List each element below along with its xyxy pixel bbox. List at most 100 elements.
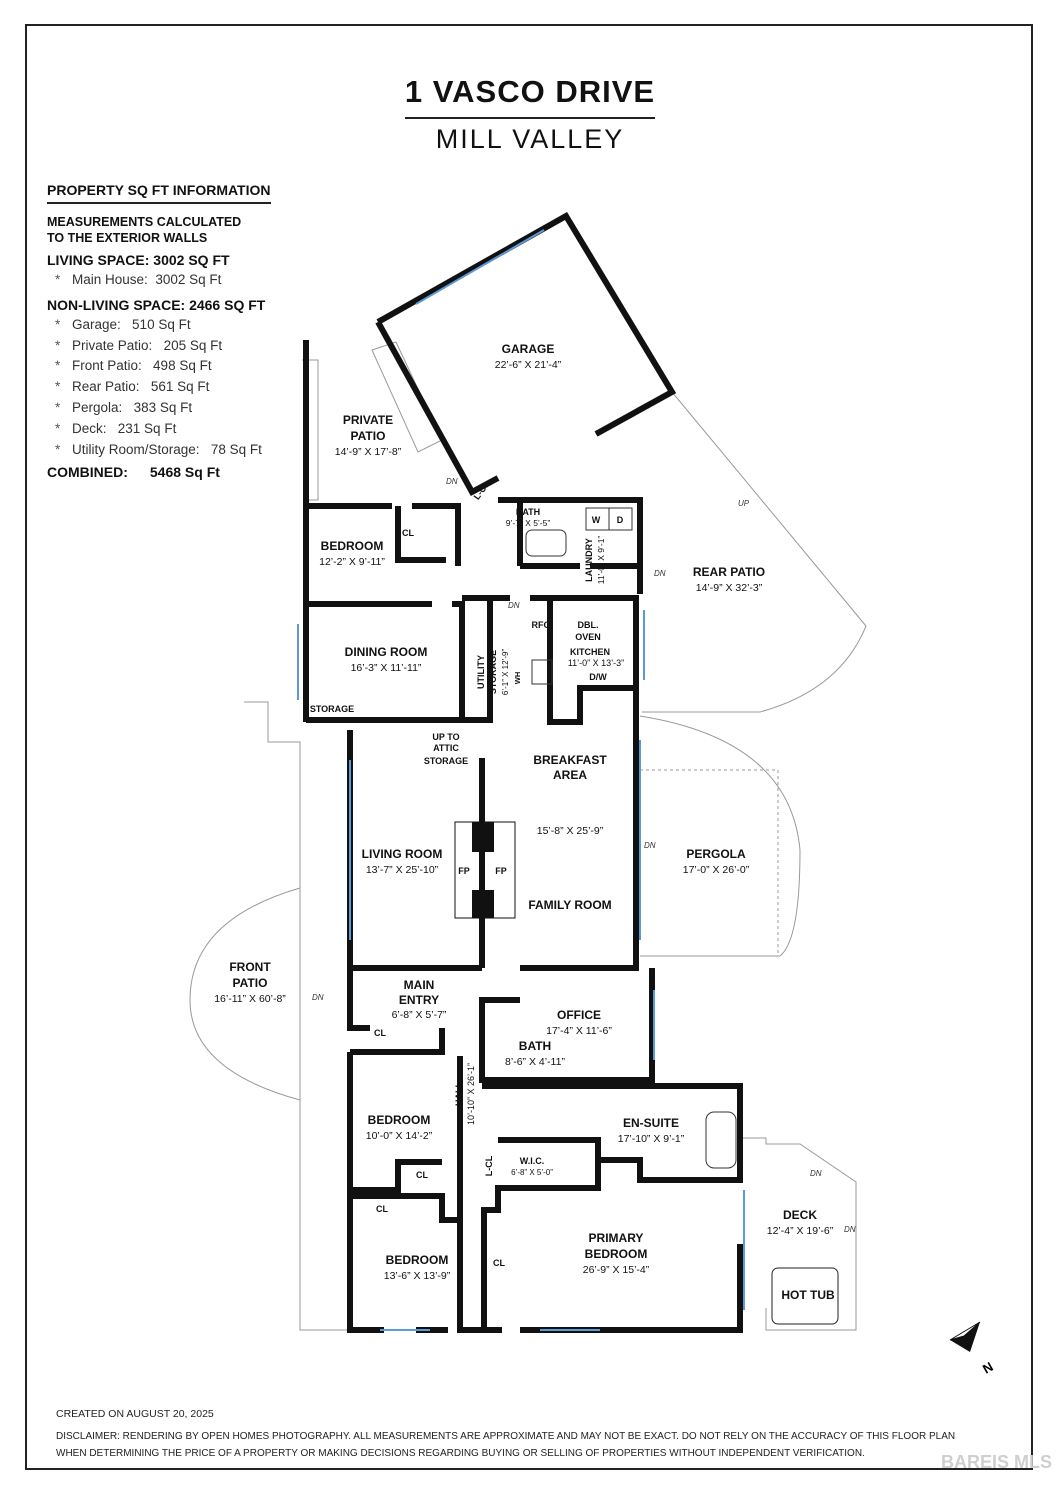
disclaimer: DISCLAIMER: RENDERING BY OPEN HOMES PHOT… xyxy=(56,1428,1016,1462)
main-entry-label-1: MAIN xyxy=(404,978,435,992)
primary-dim: 26’-9” X 15’-4” xyxy=(583,1264,650,1276)
utility-label-1: UTILITY xyxy=(476,655,486,689)
list-item: * Main House: 3002 Sq Ft xyxy=(55,270,307,291)
measurement-note-line-1: MEASUREMENTS CALCULATED xyxy=(47,215,242,229)
property-title: 1 VASCO DRIVE xyxy=(404,74,656,109)
sqft-info-heading: PROPERTY SQ FT INFORMATION xyxy=(47,182,271,204)
attic-label-3: STORAGE xyxy=(424,756,468,766)
primary-label-2: BEDROOM xyxy=(585,1247,648,1261)
item-label: Rear Patio: xyxy=(72,379,140,395)
deck-stairs-dn-2: DN xyxy=(844,1225,856,1234)
hall-dim: 10’-10” X 26’-1” xyxy=(466,1063,476,1125)
washer-label: W xyxy=(592,515,601,525)
item-label: Utility Room/Storage: xyxy=(72,441,200,457)
bullet: * xyxy=(55,337,61,353)
hall-linen-closet-label: L-CL xyxy=(484,1155,494,1176)
water-heater-label: WH xyxy=(513,672,522,685)
rear-patio-label: REAR PATIO xyxy=(693,565,765,579)
breakfast-label-2: AREA xyxy=(553,768,587,782)
closet-label: CL xyxy=(402,528,414,538)
fixtures xyxy=(525,507,839,1325)
list-item: *Deck: 231 Sq Ft xyxy=(55,419,307,440)
fridge-label: RFG xyxy=(532,620,551,630)
bedroom2-dim: 10’-0” X 14’-2” xyxy=(366,1130,433,1142)
storage-label: STORAGE xyxy=(310,704,354,714)
item-value: 383 Sq Ft xyxy=(133,399,193,415)
front-patio-curve xyxy=(189,887,301,1101)
garden-stairs-up: UP xyxy=(738,499,750,508)
pergola-outline xyxy=(639,715,801,957)
combined-value: 5468 Sq Ft xyxy=(149,464,220,481)
front-patio-label-1: FRONT xyxy=(229,960,271,974)
compass-north-label: N xyxy=(980,1359,996,1377)
garage-wall xyxy=(376,211,677,437)
garage-window xyxy=(415,229,545,305)
office-dim: 17’-4” X 11’-6” xyxy=(546,1025,612,1037)
rear-patio-outline xyxy=(642,391,867,713)
item-value: 205 Sq Ft xyxy=(163,337,223,353)
bedroom2-closet-label: CL xyxy=(416,1170,428,1180)
outdoor-outlines xyxy=(189,341,867,1331)
deck-outline xyxy=(740,1137,857,1331)
dining-dim: 16’-3” X 11’-11” xyxy=(351,662,422,674)
non-living-space-total: NON-LIVING SPACE: 2466 SQ FT xyxy=(47,296,266,313)
deck-stairs-dn: DN xyxy=(810,1169,822,1178)
primary-label-1: PRIMARY xyxy=(589,1231,644,1245)
pergola-dim: 17’-0” X 26’-0” xyxy=(683,864,750,876)
bath1-dim: 9’-7” X 5’-5” xyxy=(506,518,551,528)
item-value: 498 Sq Ft xyxy=(153,358,212,374)
oven-label-2: OVEN xyxy=(575,632,601,642)
item-value: 3002 Sq Ft xyxy=(155,272,222,287)
fireplace-block xyxy=(454,821,516,919)
utility-label-2: STORAGE xyxy=(488,650,498,694)
bullet: * xyxy=(55,420,61,436)
utility-stairs-dn: DN xyxy=(508,601,520,610)
garage-wall-left xyxy=(375,320,500,497)
measurement-note: MEASUREMENTS CALCULATED TO THE EXTERIOR … xyxy=(47,214,277,246)
item-value: 561 Sq Ft xyxy=(150,379,210,395)
pergola-label: PERGOLA xyxy=(686,847,746,861)
main-entry-label-2: ENTRY xyxy=(399,993,439,1007)
bullet: * xyxy=(55,379,61,395)
bedroom1-dim: 12’-2” X 9’-11” xyxy=(319,556,385,568)
private-patio-dim: 14’-9” X 17’-8” xyxy=(335,446,402,458)
living-dim: 13’-7” X 25’-10” xyxy=(366,864,439,876)
dining-label: DINING ROOM xyxy=(345,645,428,659)
laundry-dim: 11’-0” X 9’-1” xyxy=(596,536,606,585)
non-living-space-list: *Garage: 510 Sq Ft *Private Patio: 205 S… xyxy=(47,315,307,461)
rear-patio-dim: 14’-9” X 32’-3” xyxy=(696,582,763,594)
entry-closet-label: CL xyxy=(374,1028,386,1038)
hall-label: HALL xyxy=(454,1082,464,1106)
measurement-note-line-2: TO THE EXTERIOR WALLS xyxy=(47,231,208,245)
title-divider xyxy=(405,117,655,119)
front-patio-label-2: PATIO xyxy=(233,976,268,990)
disclaimer-line-2: WHEN DETERMINING THE PRICE OF A PROPERTY… xyxy=(56,1448,865,1459)
bedroom3-closet-label: CL xyxy=(376,1204,388,1214)
living-space-list: * Main House: 3002 Sq Ft xyxy=(47,270,307,291)
bathtub-1 xyxy=(525,529,567,557)
list-item: *Garage: 510 Sq Ft xyxy=(55,315,307,336)
bullet: * xyxy=(55,272,61,287)
deck-dim: 12’-4” X 19’-6” xyxy=(767,1225,834,1237)
garage-dim: 22’-6” X 21’-4” xyxy=(495,359,562,371)
item-label: Main House: xyxy=(72,272,148,287)
hot-tub xyxy=(771,1267,839,1325)
windows xyxy=(297,229,745,1331)
combined-label: COMBINED: xyxy=(47,464,128,481)
list-item: * Rear Patio: 561 Sq Ft xyxy=(55,377,307,398)
utility-dim: 6’-1” X 12’-9” xyxy=(501,649,510,696)
bullet: * xyxy=(55,316,61,332)
item-value: 78 Sq Ft xyxy=(210,441,262,457)
front-patio-dim: 16’-11” X 60’-8” xyxy=(214,993,286,1005)
bullet: * xyxy=(55,441,61,457)
disclaimer-line-1: DISCLAIMER: RENDERING BY OPEN HOMES PHOT… xyxy=(56,1431,956,1442)
patio-stairs-dn: DN xyxy=(446,477,458,486)
kitchen-counter xyxy=(547,598,636,725)
hot-tub-label: HOT TUB xyxy=(781,1288,835,1302)
pergola-beams xyxy=(640,769,779,956)
garage-label: GARAGE xyxy=(502,342,555,356)
bath2-label: BATH xyxy=(519,1039,551,1053)
bathtub-ensuite xyxy=(705,1111,737,1169)
bedroom3-label: BEDROOM xyxy=(386,1253,449,1267)
